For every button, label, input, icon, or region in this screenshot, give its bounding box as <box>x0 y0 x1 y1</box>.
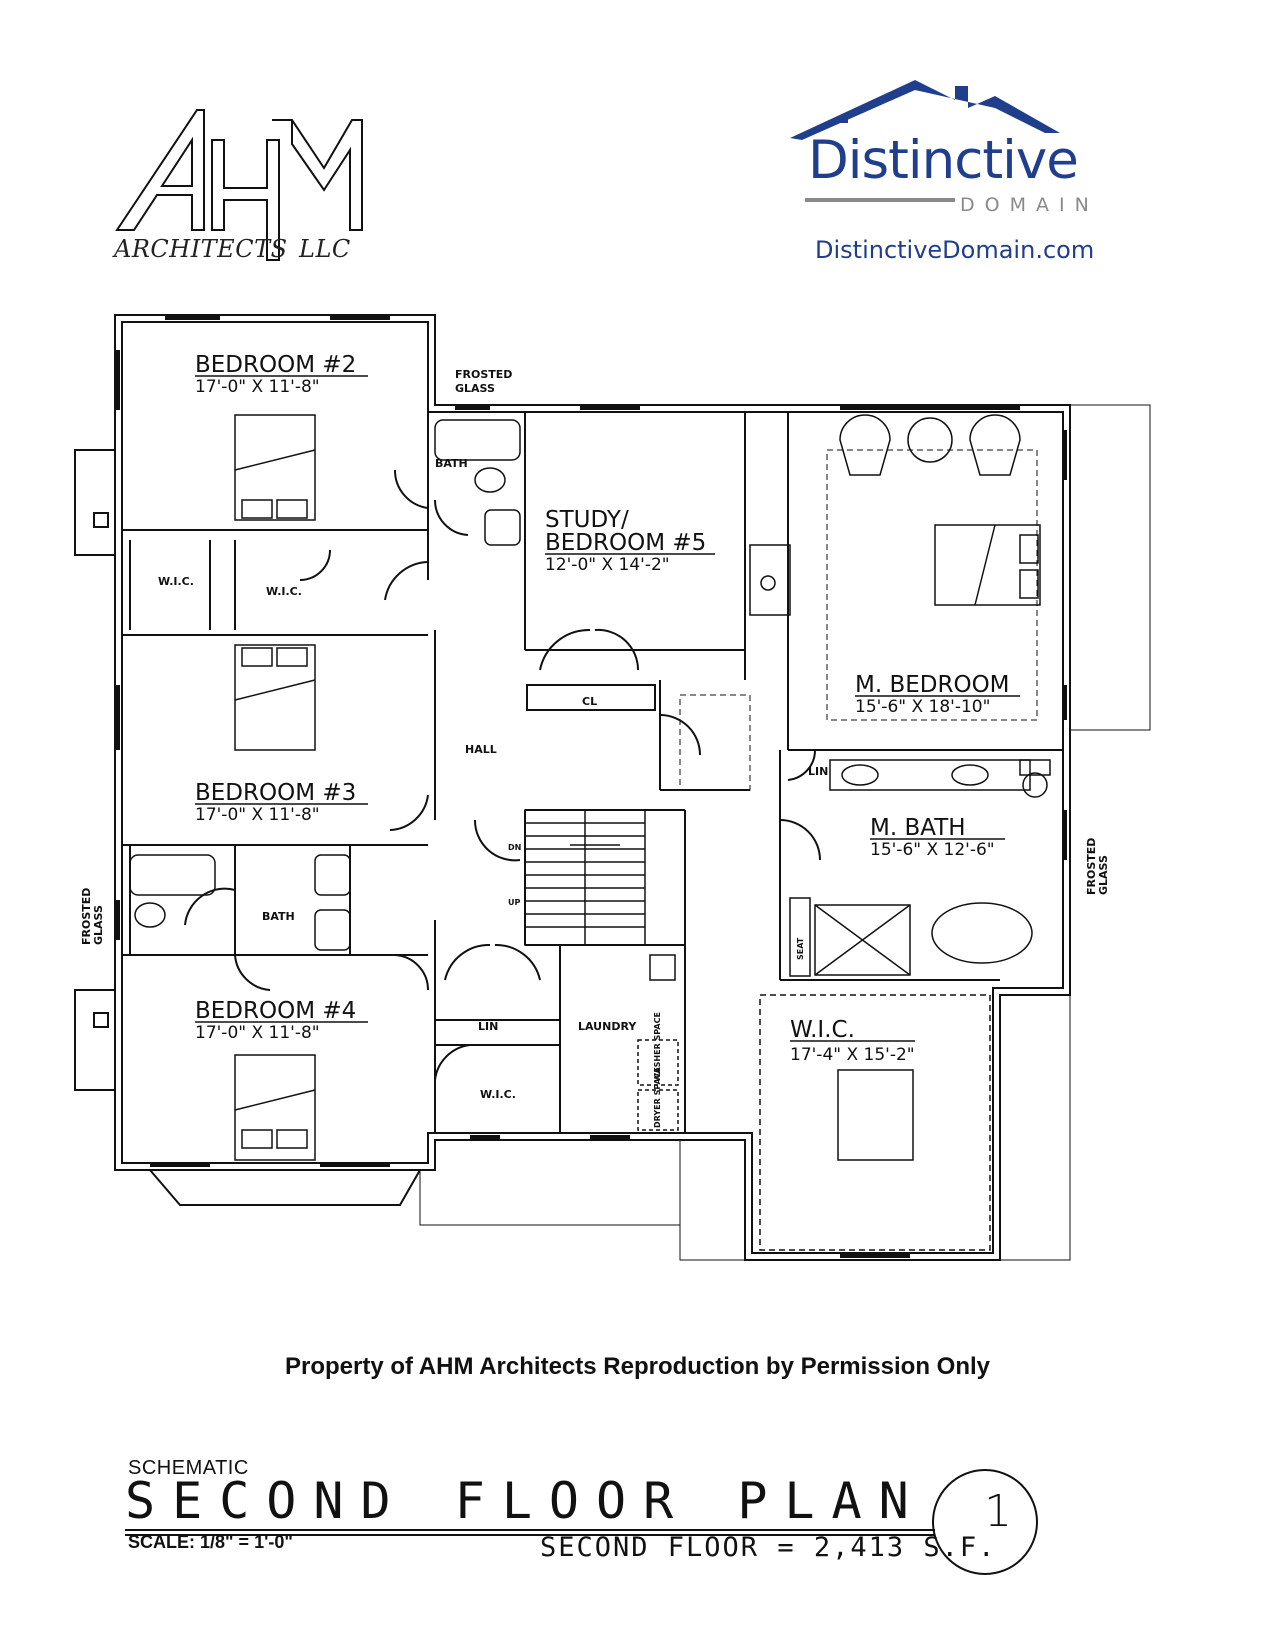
room-study-name: STUDY/ <box>545 507 629 533</box>
wic-label-3: W.I.C. <box>480 1088 516 1101</box>
floor-area-label: SECOND FLOOR = 2,413 S.F. <box>540 1532 997 1563</box>
glass-label-1: GLASS <box>455 382 495 395</box>
domain-wordmark: DOMAIN <box>960 194 1099 216</box>
stairs-up-label: UP <box>508 898 520 907</box>
ahm-mark-icon <box>115 109 363 261</box>
ahm-architects-logo: ARCHITECTS LLC <box>112 100 372 280</box>
linen-label-2: LIN <box>478 1020 498 1033</box>
linen-label-1: LIN <box>808 765 828 778</box>
frosted-label-2: FROSTED <box>80 888 93 945</box>
glass-label-3: GLASS <box>1097 855 1110 895</box>
closet-label: CL <box>582 695 597 708</box>
frosted-label-1: FROSTED <box>455 368 512 381</box>
room-master-bath-dims: 15'-6" X 12'-6" <box>870 840 995 860</box>
room-master-bedroom-dims: 15'-6" X 18'-10" <box>855 697 990 717</box>
room-study-name-2: BEDROOM #5 <box>545 530 706 556</box>
second-floor-plan: BEDROOM #2 17'-0" X 11'-8" STUDY/ BEDROO… <box>74 314 1151 1261</box>
bath-label-2: BATH <box>262 910 295 923</box>
hall-label: HALL <box>465 743 497 756</box>
room-wic-name: W.I.C. <box>790 1017 855 1043</box>
room-bedroom-4-dims: 17'-0" X 11'-8" <box>195 1023 320 1043</box>
washer-label: WASHER SPACE <box>653 1012 662 1082</box>
room-study-dims: 12'-0" X 14'-2" <box>545 555 670 575</box>
distinctive-wordmark: Distinctive <box>808 130 1079 191</box>
bath-label-1: BATH <box>435 457 468 470</box>
copyright-note: Property of AHM Architects Reproduction … <box>285 1353 990 1380</box>
plan-title: SECOND FLOOR PLAN <box>125 1472 926 1530</box>
laundry-label: LAUNDRY <box>578 1020 637 1033</box>
room-bedroom-4-name: BEDROOM #4 <box>195 998 356 1024</box>
glass-label-2: GLASS <box>92 905 105 945</box>
wic-label-2: W.I.C. <box>266 585 302 598</box>
schematic-label: SCHEMATIC <box>128 1457 249 1479</box>
stairs-down-label: DN <box>508 843 521 852</box>
room-wic-dims: 17'-4" X 15'-2" <box>790 1045 915 1065</box>
title-block-lines <box>125 1469 1038 1575</box>
room-bedroom-3-name: BEDROOM #3 <box>195 780 356 806</box>
room-master-bath-name: M. BATH <box>870 815 966 841</box>
frosted-label-3: FROSTED <box>1085 838 1098 895</box>
ahm-architects-text: ARCHITECTS <box>114 235 288 263</box>
dryer-label: DRYER SPACE <box>653 1067 662 1128</box>
room-bedroom-3-dims: 17'-0" X 11'-8" <box>195 805 320 825</box>
distinctive-domain-logo: Distinctive DOMAIN DistinctiveDomain.com <box>790 78 1120 278</box>
scale-label: SCALE: 1/8" = 1'-0" <box>128 1532 293 1552</box>
website-url: DistinctiveDomain.com <box>815 236 1095 264</box>
title-block: SCHEMATIC SECOND FLOOR PLAN SCALE: 1/8" … <box>125 1450 1125 1640</box>
ahm-llc-text: LLC <box>299 235 351 263</box>
room-master-bedroom-name: M. BEDROOM <box>855 672 1010 698</box>
room-bedroom-2-name: BEDROOM #2 <box>195 352 356 378</box>
wic-label-1: W.I.C. <box>158 575 194 588</box>
sheet-number: 1 <box>984 1486 1012 1537</box>
seat-label: SEAT <box>796 937 805 960</box>
house-roof-icon <box>790 80 1060 202</box>
room-bedroom-2-dims: 17'-0" X 11'-8" <box>195 377 320 397</box>
